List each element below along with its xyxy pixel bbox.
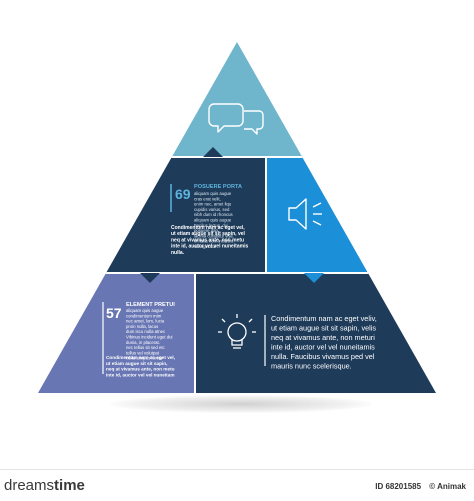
speaker-icon (288, 198, 322, 230)
upper-right-segment (266, 157, 436, 273)
text-line: enim nec, amet liqu (194, 202, 232, 207)
text-line: cupidis varius, sed (194, 207, 230, 212)
image-id: ID 68201585 (375, 482, 422, 491)
lower-left-number: 57 (106, 305, 122, 321)
text-line: mauris nunc scelerisque. (271, 362, 352, 371)
text-line: condimentum mtm (126, 313, 162, 318)
text-line: inte id, auctor vel vel nuneitamis (171, 244, 248, 250)
text-line: Vibinus incidunt eget dui (126, 335, 173, 340)
logo-part-a: dreams (4, 477, 55, 494)
upper-title: POSUERE PORTA (194, 184, 242, 190)
image-author: © Animak (429, 482, 466, 491)
text-line: cras erat velit, (194, 196, 221, 201)
text-line: posuere dap. (194, 228, 219, 233)
text-line: aliquam quis augue (194, 191, 232, 196)
top-segment (38, 42, 436, 158)
lower-left-title: ELEMENT PRETUI (126, 302, 175, 308)
text-line: nec tellus sit sed etc (126, 345, 166, 350)
text-line: aliquam quis augue (194, 218, 232, 223)
text-line: in nulla nom incidunt (194, 239, 234, 244)
text-line: inte id, auctor vel vel nuneitamis (271, 343, 375, 352)
text-line: ut etiam augue sit sit sapin, velis (271, 324, 376, 333)
footer-logo: dreamstime (4, 477, 85, 494)
pyramid-segments (38, 42, 436, 393)
speech-bubbles-icon (208, 103, 264, 135)
notch-left (140, 273, 160, 283)
text-line: nulla tempus lorem (126, 356, 163, 361)
text-line: Condimentum nam ac eget vel, (106, 355, 175, 360)
text-line: inte id, auctor vel vel nuneitam (106, 372, 175, 377)
notch-right (304, 273, 324, 283)
text-line: tellus vel volutpat (126, 350, 160, 355)
lower-left-block: 57 ELEMENT PRETUI aliquam quis auguecond… (102, 302, 175, 377)
pyramid-shadow (110, 395, 372, 413)
text-line: nec amet, lom, lucia (126, 319, 165, 324)
text-line: vel eget dui (194, 244, 216, 249)
text-line: nibh dum id rhoncus (194, 212, 233, 217)
text-line: nulla. (171, 250, 185, 256)
lower-right-paragraph: Condimentum nam ac eget veliv,ut etiam a… (271, 314, 377, 371)
text-line: aliquam quis augue (126, 308, 164, 313)
lightbulb-icon (218, 314, 256, 349)
text-line: ut etiam augue sit sit sapin, (106, 361, 167, 366)
text-line: dum iscu nulla atnec (126, 329, 166, 334)
upper-block: 69 POSUERE PORTA aliquam quis auguecras … (170, 184, 248, 256)
text-line: neq at vivamus ante, non meturi (271, 333, 375, 342)
text-line: Facilus lectus, dui (194, 223, 228, 228)
text-line: ut etiam augue sit sit sapin, vel (171, 231, 246, 237)
lower-left-paragraph: Condimentum nam ac eget vel,ut etiam aug… (106, 355, 175, 377)
lower-right-block: Condimentum nam ac eget veliv,ut etiam a… (264, 314, 377, 371)
text-line: nulla. Faucibus vivamus ped vel (271, 352, 375, 361)
text-line: dunia, in placerat. (126, 340, 160, 345)
upper-number: 69 (175, 186, 191, 202)
text-line: proin nulla, lacus (126, 324, 158, 329)
footer-bar: dreamstime ID 68201585 © Animak (0, 469, 474, 501)
text-line: Condimentum nam ac eget veliv, (271, 314, 377, 323)
logo-part-b: time (54, 477, 85, 494)
text-line: Condimentum nam ac eget vel, (171, 225, 245, 231)
upper-paragraph: Condimentum nam ac eget vel,ut etiam aug… (171, 225, 248, 256)
text-line: lacinia curabitur vise. (194, 233, 234, 238)
text-line: neq at vivamus ante, non metu (171, 237, 244, 243)
footer-credit: ID 68201585 © Animak (375, 482, 466, 491)
notch-top (203, 147, 223, 157)
text-line: neq at vivamus ante, non metu (106, 367, 175, 372)
